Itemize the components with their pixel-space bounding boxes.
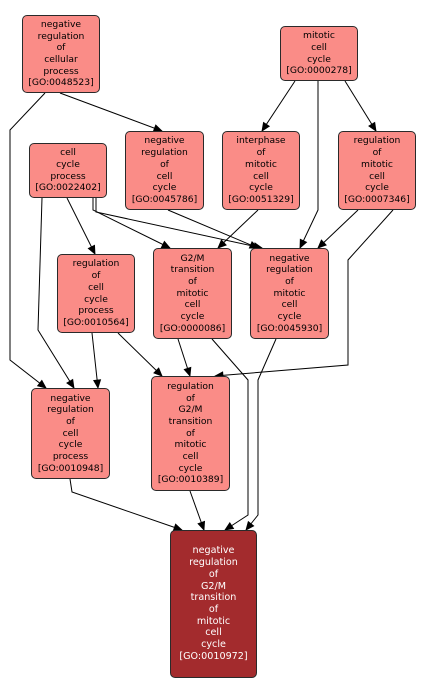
node-g2m-transition-of-mitotic-cell-cycle[interactable]: G2/M transition of mitotic cell cycle [G…	[153, 248, 232, 339]
node-regulation-of-mitotic-cell-cycle[interactable]: regulation of mitotic cell cycle [GO:000…	[338, 131, 416, 210]
edge-cell_cycle_process-to-reg_cell_cycle_process	[66, 197, 96, 255]
edge-mitotic_cell_cycle-to-reg_mitotic_cell_cycle	[344, 80, 377, 132]
node-regulation-of-cell-cycle-process[interactable]: regulation of cell cycle process [GO:001…	[57, 254, 135, 333]
node-label: negative regulation of mitotic cell cycl…	[256, 252, 323, 334]
edge-interphase_mitotic-to-g2m_transition	[217, 209, 259, 249]
edge-line	[211, 338, 249, 531]
edge-mitotic_cell_cycle-to-interphase_mitotic	[261, 80, 296, 132]
arrowhead	[224, 521, 235, 531]
node-negative-regulation-of-mitotic-cell-cycle[interactable]: negative regulation of mitotic cell cycl…	[250, 248, 329, 339]
edge-line	[299, 81, 319, 249]
node-negative-regulation-of-cell-cycle[interactable]: negative regulation of cell cycle [GO:00…	[125, 131, 204, 210]
edge-line	[344, 80, 377, 132]
edge-neg_reg_cell_cycle-to-neg_reg_mitotic_cell_cycle	[167, 209, 259, 249]
arrowhead	[299, 238, 308, 249]
edge-reg_mitotic_cell_cycle-to-neg_reg_mitotic_cell_cycle	[317, 209, 359, 249]
node-cell-cycle-process[interactable]: cell cycle process [GO:0022402]	[29, 143, 107, 198]
edge-line	[217, 209, 259, 249]
edge-g2m_transition-to-neg_reg_g2m_transition	[211, 338, 249, 531]
node-regulation-of-g2m-transition[interactable]: regulation of G2/M transition of mitotic…	[151, 376, 230, 491]
edge-reg_g2m_transition-to-neg_reg_g2m_transition	[189, 490, 206, 531]
arrowhead	[245, 520, 255, 531]
edge-neg_reg_mitotic_cell_cycle-to-neg_reg_g2m_transition	[245, 338, 277, 531]
arrowhead	[261, 121, 271, 132]
node-negative-regulation-of-cellular-process[interactable]: negative regulation of cellular process …	[22, 15, 100, 93]
edge-reg_cell_cycle_process-to-neg_reg_cell_cycle_process	[91, 332, 102, 389]
node-label: negative regulation of cell cycle proces…	[37, 392, 104, 474]
node-label: negative regulation of G2/M transition o…	[179, 545, 248, 662]
edge-line	[66, 197, 96, 255]
edge-neg_reg_cellular_process-to-neg_reg_cell_cycle_process	[9, 92, 47, 389]
edge-cell_cycle_process-to-g2m_transition	[92, 198, 171, 249]
node-negative-regulation-of-cell-cycle-process[interactable]: negative regulation of cell cycle proces…	[31, 388, 110, 479]
arrowhead	[317, 239, 327, 249]
edge-line	[9, 92, 47, 389]
arrowhead	[183, 366, 192, 377]
edge-reg_cell_cycle_process-to-reg_g2m_transition	[117, 332, 163, 377]
node-label: cell cycle process [GO:0022402]	[35, 147, 101, 194]
edge-line	[261, 80, 296, 132]
node-label: interphase of mitotic cell cycle [GO:005…	[228, 135, 294, 205]
edge-line	[117, 332, 163, 377]
node-mitotic-cell-cycle[interactable]: mitotic cell cycle [GO:0000278]	[280, 26, 358, 81]
edge-line	[167, 209, 259, 249]
node-label: regulation of mitotic cell cycle [GO:000…	[344, 135, 410, 205]
arrowhead	[66, 378, 75, 389]
arrowhead	[197, 520, 206, 531]
node-label: mitotic cell cycle [GO:0000278]	[286, 30, 352, 77]
arrowhead	[368, 121, 377, 132]
edge-mitotic_cell_cycle-to-neg_reg_mitotic_cell_cycle	[299, 81, 319, 249]
arrowhead	[93, 379, 102, 389]
edge-neg_reg_cellular_process-to-neg_reg_cell_cycle	[59, 92, 163, 132]
edge-line	[92, 198, 171, 249]
edge-cell_cycle_process-to-neg_reg_cell_cycle_process	[37, 197, 75, 389]
arrowhead	[36, 379, 47, 389]
arrowhead	[160, 240, 171, 249]
edge-line	[37, 197, 75, 389]
node-label: regulation of cell cycle process [GO:001…	[63, 258, 129, 328]
edge-line	[91, 332, 99, 389]
edge-line	[69, 478, 183, 531]
edge-line	[214, 209, 394, 377]
node-label: G2/M transition of mitotic cell cycle [G…	[159, 252, 226, 334]
node-interphase-of-mitotic-cell-cycle[interactable]: interphase of mitotic cell cycle [GO:005…	[222, 131, 300, 210]
edge-line	[59, 92, 163, 132]
edge-line	[95, 198, 263, 249]
edge-line	[245, 338, 277, 531]
node-label: regulation of G2/M transition of mitotic…	[157, 380, 224, 486]
edge-line	[317, 209, 359, 249]
node-negative-regulation-of-g2m-transition[interactable]: negative regulation of G2/M transition o…	[170, 530, 257, 678]
edge-g2m_transition-to-reg_g2m_transition	[177, 338, 192, 377]
node-label: negative regulation of cellular process …	[28, 18, 94, 89]
arrowhead	[217, 239, 227, 249]
node-label: negative regulation of cell cycle [GO:00…	[131, 135, 198, 205]
arrowhead	[153, 367, 163, 377]
arrowhead	[87, 244, 96, 255]
